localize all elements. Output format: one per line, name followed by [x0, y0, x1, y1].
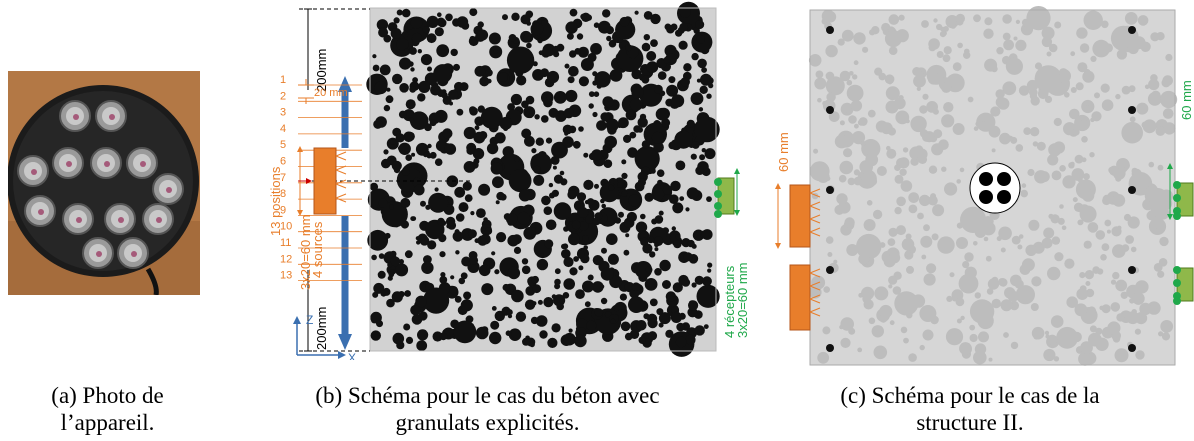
source-transducer-lower	[789, 264, 811, 331]
position-number: 2	[280, 90, 286, 102]
caption-a-line2: l’appareil.	[60, 410, 155, 435]
caption-c-line2: structure II.	[916, 410, 1024, 435]
caption-c-line1: (c) Schéma pour le cas de la	[840, 383, 1100, 408]
position-number: 10	[280, 221, 292, 233]
position-number: 13	[280, 270, 292, 282]
position-number: 9	[280, 204, 286, 216]
bottom-200mm-label: 200mm	[314, 307, 329, 350]
axis-z-label: Z	[306, 313, 313, 327]
caption-b-line1: (b) Schéma pour le cas du béton avec	[315, 383, 660, 408]
caption-b: (b) Schéma pour le cas du béton avec gra…	[255, 382, 720, 436]
step-20mm-label: 20 mm	[314, 87, 348, 99]
caption-a-line1: (a) Photo de	[51, 383, 164, 408]
sources-count-label: 4 sources	[310, 221, 325, 278]
right-60mm-label: 60 mm	[1179, 80, 1194, 120]
position-number: 3	[280, 107, 286, 119]
device-photo	[8, 71, 200, 295]
caption-a: (a) Photo de l’appareil.	[0, 382, 215, 436]
position-number: 11	[280, 237, 291, 249]
positions-label: 13 positions	[270, 166, 283, 236]
position-number: 8	[280, 188, 286, 200]
position-number: 12	[280, 253, 292, 265]
caption-b-line2: granulats explicités.	[395, 410, 580, 435]
sources-dim-label: 3x20=60 mm	[298, 214, 313, 290]
top-200mm-label: 200mm	[314, 49, 329, 92]
position-number: 1	[280, 74, 286, 86]
caption-c: (c) Schéma pour le cas de la structure I…	[760, 382, 1180, 436]
position-number: 5	[280, 139, 286, 151]
source-transducer	[313, 147, 337, 215]
receivers-dim-label: 3x20=60 mm	[735, 262, 750, 338]
position-number: 6	[280, 156, 286, 168]
source-transducer-upper	[789, 184, 811, 248]
axis-x-label: X	[348, 351, 356, 360]
position-number: 7	[280, 172, 286, 184]
structure-ii-diagram: 60 mm 60 mm	[775, 6, 1194, 366]
position-number: 4	[280, 123, 286, 135]
receivers-count-label: 4 récepteurs	[722, 265, 737, 338]
left-60mm-label: 60 mm	[776, 132, 791, 172]
central-rebar-bundle	[969, 162, 1021, 214]
